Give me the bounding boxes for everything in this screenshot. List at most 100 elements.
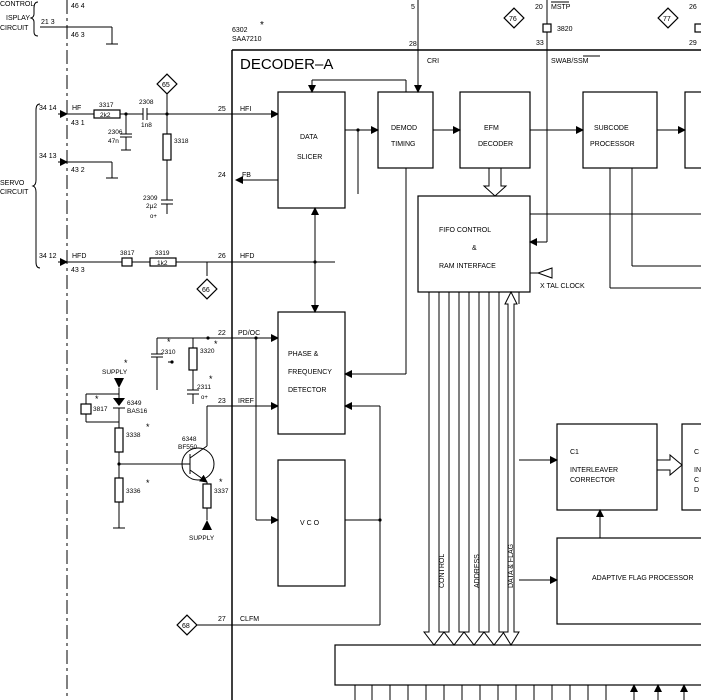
svg-text:2310: 2310: [161, 349, 176, 356]
svg-text:*: *: [146, 478, 150, 488]
svg-text:FIFO CONTROL: FIFO CONTROL: [439, 227, 491, 234]
svg-text:*: *: [124, 358, 128, 368]
svg-text:3338: 3338: [126, 432, 141, 439]
svg-text:6348: 6348: [182, 436, 197, 443]
svg-text:77: 77: [663, 16, 671, 23]
bottom-pin-ticks: [354, 684, 688, 700]
svg-text:2308: 2308: [139, 99, 154, 106]
label-supply-bottom: SUPPLY: [189, 535, 215, 542]
conn-34-13: 34 13: [39, 153, 57, 160]
svg-text:2306: 2306: [108, 129, 123, 136]
svg-text:*: *: [146, 422, 150, 432]
svg-text:*: *: [219, 477, 223, 487]
conn-34-14: 34 14: [39, 105, 57, 112]
transistor-6348: [181, 447, 215, 481]
svg-text:3320: 3320: [200, 348, 215, 355]
svg-text:2k2: 2k2: [100, 112, 111, 119]
bus-label-data-flag: DATA & FLAG: [508, 544, 515, 588]
c1-to-c2-arrow: [657, 453, 683, 477]
svg-text:24: 24: [218, 172, 226, 179]
xtal-clock-label: X TAL CLOCK: [540, 283, 585, 290]
svg-text:22: 22: [218, 330, 226, 337]
signal-pd-oc: PD/OC: [238, 330, 260, 337]
svg-text:CORRECTOR: CORRECTOR: [570, 477, 615, 484]
svg-text:RAM INTERFACE: RAM INTERFACE: [439, 263, 496, 270]
svg-text:25: 25: [218, 106, 226, 113]
efm-to-fifo-arrow: [482, 168, 508, 197]
svg-text:*: *: [209, 374, 213, 384]
internal-blocks: DATA SLICER DEMOD TIMING EFM DECODER SUB…: [277, 91, 701, 686]
conn-46-3: 46 3: [71, 32, 85, 39]
bus-label-control: CONTROL: [439, 554, 446, 588]
block-fifo-control: [417, 195, 531, 293]
left-connector-area: CONTROL ISPLAY CIRCUIT 46 4 21 3 46 3 SE…: [0, 0, 118, 700]
hf-input-network: HF 3317 2k2 2308 1n8 2306 47n 3318 2309 …: [67, 73, 279, 220]
svg-text:1k2: 1k2: [157, 260, 168, 267]
svg-text:66: 66: [202, 287, 210, 294]
resistor-3338: [114, 427, 124, 453]
svg-text:33: 33: [536, 40, 544, 47]
conn-43-3: 43 3: [71, 267, 85, 274]
svg-text:3319: 3319: [155, 250, 170, 257]
svg-text:26: 26: [218, 253, 226, 260]
svg-text:PROCESSOR: PROCESSOR: [590, 141, 635, 148]
signal-hfi: HFI: [240, 106, 251, 113]
svg-text:65: 65: [162, 82, 170, 89]
bus-label-address: ADDRESS: [474, 554, 481, 588]
svg-text:C: C: [694, 477, 699, 484]
block-data-slicer: [277, 91, 346, 209]
svg-text:76: 76: [509, 16, 517, 23]
resistor-3318: [162, 133, 172, 161]
block-c1-corrector: [556, 423, 658, 511]
conn-43-1: 43 1: [71, 120, 85, 127]
svg-text:1n8: 1n8: [141, 122, 152, 129]
block-vco: [277, 459, 346, 587]
svg-text:D: D: [694, 487, 699, 494]
svg-text:3817: 3817: [93, 406, 108, 413]
brace-servo: [31, 103, 41, 269]
label-servo: SERVO: [0, 180, 25, 187]
svg-text:V C O: V C O: [300, 520, 320, 527]
label-circuit-servo: CIRCUIT: [0, 189, 29, 196]
test-point-77: [657, 7, 679, 29]
test-point-66: [196, 278, 218, 300]
svg-text:*: *: [95, 394, 99, 404]
svg-text:DECODER: DECODER: [478, 141, 513, 148]
svg-text:2309: 2309: [143, 195, 158, 202]
resistor-3820: [542, 23, 552, 33]
svg-text:DEMOD: DEMOD: [391, 125, 417, 132]
resistor-3817b: [80, 403, 92, 415]
test-point-76: [503, 7, 525, 29]
test-point-68: [176, 614, 198, 636]
svg-text:C1: C1: [570, 449, 579, 456]
svg-text:SLICER: SLICER: [297, 154, 322, 161]
svg-text:ADAPTIVE FLAG PROCESSOR: ADAPTIVE FLAG PROCESSOR: [592, 575, 694, 582]
resistor-3337: [202, 483, 212, 509]
ic-type: SAA7210: [232, 36, 262, 43]
block-bottom-bus: [334, 644, 701, 686]
block-adaptive-flag-processor: [556, 537, 701, 625]
ic-title: DECODER–A: [240, 56, 333, 73]
svg-text:PHASE &: PHASE &: [288, 351, 319, 358]
signal-clfm: CLFM: [240, 616, 259, 623]
svg-text:BAS16: BAS16: [127, 408, 148, 415]
svg-text:TIMING: TIMING: [391, 141, 416, 148]
svg-text:3318: 3318: [174, 138, 189, 145]
svg-text:3817: 3817: [120, 250, 135, 257]
svg-text:o+: o+: [150, 214, 157, 220]
decoder-ic: DECODER–A CRI SWAB/SSM: [231, 49, 701, 700]
svg-text:IN: IN: [694, 467, 701, 474]
svg-text:DATA: DATA: [300, 134, 318, 141]
conn-46-4: 46 4: [71, 3, 85, 10]
resistor-3320: [188, 347, 198, 371]
block-right-partial: [684, 91, 701, 169]
svg-text:29: 29: [689, 40, 697, 47]
svg-text:68: 68: [182, 623, 190, 630]
svg-text:EFM: EFM: [484, 125, 499, 132]
label-circuit-display: CIRCUIT: [0, 25, 29, 32]
ic-ref: 6302: [232, 27, 248, 34]
svg-text:6349: 6349: [127, 400, 142, 407]
svg-text:o+: o+: [201, 395, 208, 401]
conn-21-3: 21 3: [41, 19, 55, 26]
